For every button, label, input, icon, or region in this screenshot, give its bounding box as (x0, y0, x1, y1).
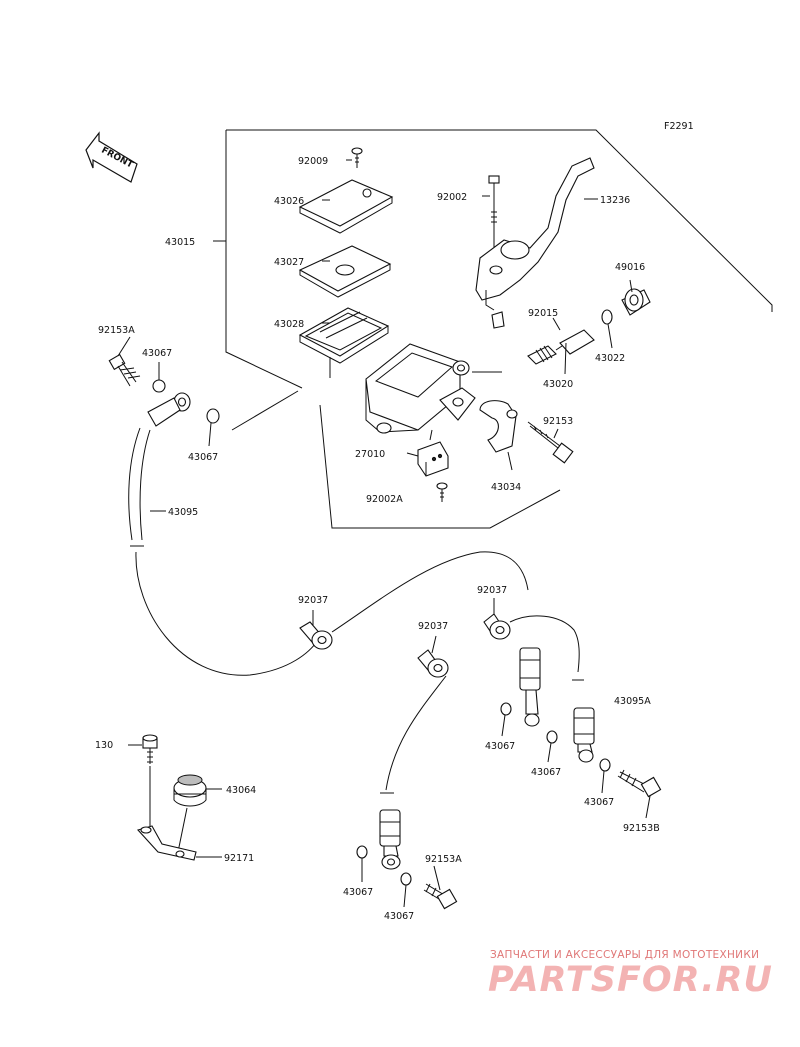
lower-hose-line (385, 675, 447, 791)
brake-line-right (509, 615, 584, 681)
washer-43067-d-icon (546, 730, 558, 744)
label-43067-d: 43067 (531, 767, 561, 778)
reservoir-cap-43026-icon (298, 179, 394, 234)
front-arrow-icon: FRONT (85, 131, 138, 183)
label-43034: 43034 (491, 482, 521, 493)
banjo-bolt-92153A-top-icon (108, 353, 141, 387)
label-43015: 43015 (165, 237, 195, 248)
assembly-bracket-lower (319, 404, 561, 529)
piston-kit-43020-icon (527, 329, 595, 365)
label-92015: 92015 (528, 308, 558, 319)
leader-lines (117, 159, 651, 908)
label-43067-g: 43067 (384, 911, 414, 922)
brake-hose-43095A-icon (519, 647, 595, 763)
diaphragm-plate-43027-icon (298, 245, 392, 298)
brake-switch-27010-icon (417, 429, 449, 477)
label-43067-b: 43067 (188, 452, 218, 463)
label-92037-b: 92037 (477, 585, 507, 596)
screw-92002A-icon (436, 482, 448, 502)
assembly-bracket-left (225, 130, 303, 389)
label-49016: 49016 (615, 262, 645, 273)
label-92153B: 92153B (623, 823, 660, 834)
label-130: 130 (95, 740, 113, 751)
diaphragm-43028-icon (298, 307, 390, 364)
pivot-bolt-92002-icon (488, 175, 500, 250)
bolt-130-icon (142, 734, 158, 764)
lower-banjo-fitting-icon (379, 809, 401, 870)
label-92037-a: 92037 (298, 595, 328, 606)
label-43067-c: 43067 (485, 741, 515, 752)
screw-92009-icon (351, 147, 363, 168)
label-43067-f: 43067 (343, 887, 373, 898)
brake-line-loop (331, 551, 529, 633)
assembly-bracket (226, 129, 773, 312)
label-43028: 43028 (274, 319, 304, 330)
label-43020: 43020 (543, 379, 573, 390)
clamp-bolt-92153-icon (527, 421, 574, 464)
label-43095A: 43095A (614, 696, 651, 707)
label-43026: 43026 (274, 196, 304, 207)
label-92009: 92009 (298, 156, 328, 167)
bracket-92171-icon (136, 825, 197, 861)
reservoir-43064-icon (173, 774, 207, 807)
part-labels: 92009 43026 43015 43027 43028 92002 1323… (95, 156, 660, 922)
banjo-92037-a-icon (299, 621, 333, 650)
watermark-logo: PARTSFOR.RU (488, 960, 773, 1000)
banjo-bolt-92153A-bottom-icon (423, 883, 458, 910)
reservoir-stem (177, 807, 188, 853)
watermark-tagline: ЗАПЧАСТИ И АКСЕССУАРЫ ДЛЯ МОТОТЕХНИКИ (490, 949, 760, 961)
washer-43067-g-icon (400, 872, 412, 886)
label-27010: 27010 (355, 449, 385, 460)
label-92002A: 92002A (366, 494, 403, 505)
label-43095: 43095 (168, 507, 198, 518)
banjo-92037-c-icon (417, 649, 449, 678)
label-13236: 13236 (600, 195, 630, 206)
clamp-43034-icon (479, 400, 518, 453)
brake-lever-13236-icon (475, 157, 595, 329)
label-92002: 92002 (437, 192, 467, 203)
washer-43067-e-icon (599, 758, 611, 772)
label-92153A-top: 92153A (98, 325, 135, 336)
label-43064: 43064 (226, 785, 256, 796)
washer-43067-a-icon (152, 379, 166, 393)
label-43067-e: 43067 (584, 797, 614, 808)
label-92153: 92153 (543, 416, 573, 427)
bracket-link-line (231, 390, 299, 431)
label-92153A-bottom: 92153A (425, 854, 462, 865)
washer-43067-c-icon (500, 702, 512, 716)
label-92171: 92171 (224, 853, 254, 864)
washer-43067-f-icon (356, 845, 368, 859)
washer-43067-b-icon (206, 408, 220, 424)
label-43067-a: 43067 (142, 348, 172, 359)
label-43027: 43027 (274, 257, 304, 268)
master-cylinder-body-icon (365, 343, 476, 434)
dust-boot-49016-icon (621, 288, 651, 316)
circlip-43022-icon (601, 309, 613, 325)
banjo-92037-b-icon (483, 613, 511, 640)
brake-hose-43095-icon (128, 392, 319, 676)
label-43022: 43022 (595, 353, 625, 364)
figure-code: F2291 (664, 121, 694, 132)
banjo-bolt-92153B-icon (617, 769, 662, 798)
label-92037-c: 92037 (418, 621, 448, 632)
